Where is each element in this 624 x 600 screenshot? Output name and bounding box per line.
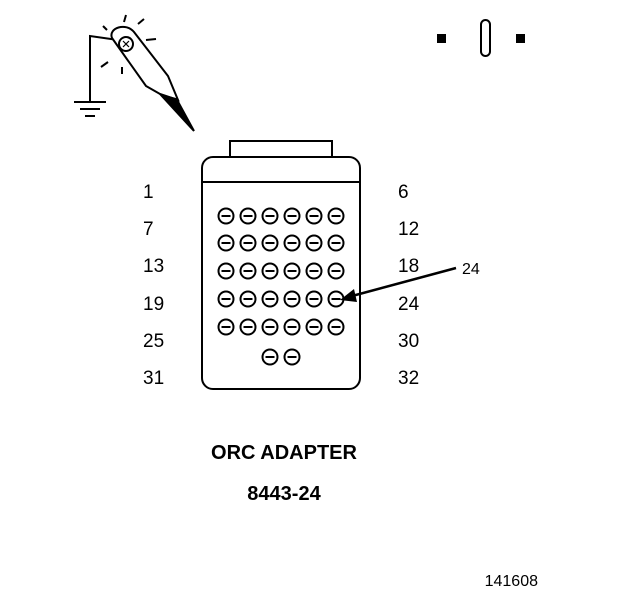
figure-number: 141608 xyxy=(485,573,538,590)
callout-label: 24 xyxy=(462,261,480,278)
pin-label-left: 19 xyxy=(143,294,164,315)
pin-label-right: 6 xyxy=(398,182,409,203)
caption-title: ORC ADAPTER xyxy=(211,442,357,464)
ground-icon xyxy=(74,34,119,117)
pin-label-right: 18 xyxy=(398,256,419,277)
fuse-icon xyxy=(437,19,525,57)
pin-label-left: 13 xyxy=(143,256,164,277)
pin-label-left: 1 xyxy=(143,182,154,203)
pin-grid xyxy=(217,207,345,366)
pin-label-left: 7 xyxy=(143,219,154,240)
pin-label-left: 31 xyxy=(143,368,164,389)
pin-label-right: 12 xyxy=(398,219,419,240)
callout-arrow xyxy=(340,266,457,302)
caption-part-number: 8443-24 xyxy=(247,483,321,505)
pin-label-right: 30 xyxy=(398,331,419,352)
test-lamp-icon xyxy=(100,14,195,132)
pin-label-left: 25 xyxy=(143,331,164,352)
pin-label-right: 24 xyxy=(398,294,420,315)
pin-label-right: 32 xyxy=(398,368,419,389)
